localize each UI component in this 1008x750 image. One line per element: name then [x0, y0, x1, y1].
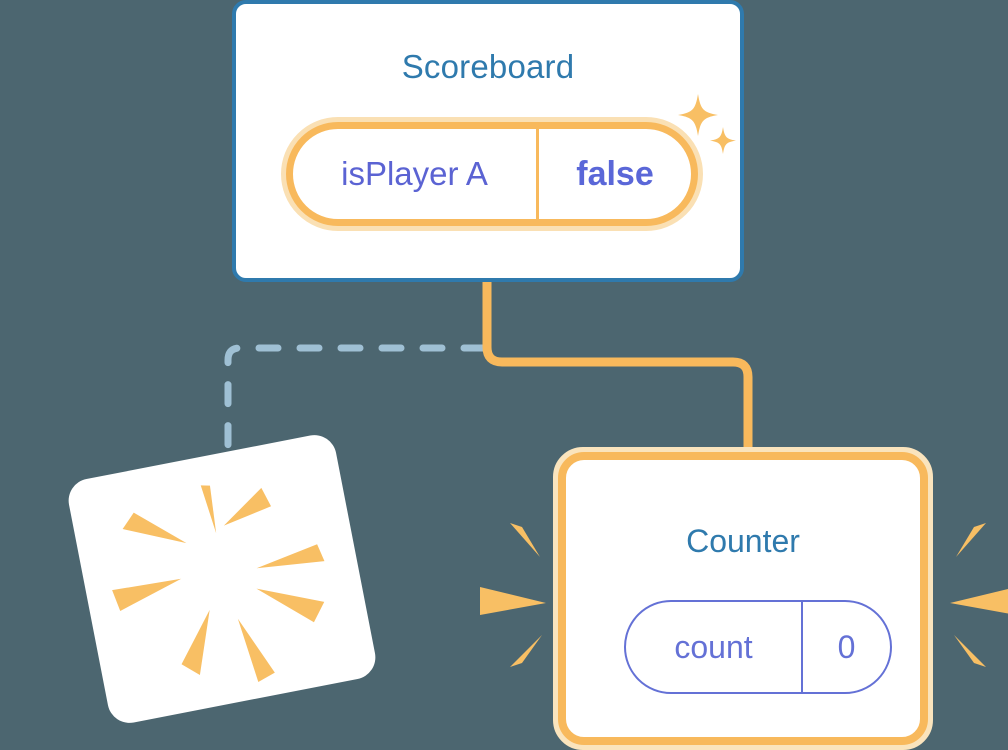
ray-w	[112, 578, 182, 612]
counter-pill-value: 0	[837, 628, 856, 665]
scoreboard-pill-glow	[281, 117, 703, 231]
ray-s	[237, 618, 275, 682]
counter-title: Counter	[686, 523, 800, 559]
scoreboard-card[interactable]: Scoreboard isPlayer A false	[232, 0, 744, 282]
scoreboard-title: Scoreboard	[401, 48, 575, 85]
ray-sw	[181, 609, 210, 675]
ray-ne	[223, 487, 272, 526]
blank-card[interactable]	[64, 431, 380, 727]
ray-se	[256, 588, 325, 623]
connector-solid-scoreboard-to-counter	[482, 282, 753, 470]
scoreboard-state-pill[interactable]: isPlayer A false	[281, 117, 703, 231]
counter-state-pill[interactable]: count 0	[624, 600, 892, 694]
connector-dashed-scoreboard-to-blank-card	[224, 344, 487, 474]
ray-n	[200, 485, 217, 534]
ray-nw	[122, 512, 187, 544]
counter-pill-key: count	[626, 602, 803, 692]
counter-card-glow	[553, 447, 933, 750]
ray-e	[256, 544, 325, 569]
blank-card-burst-rays	[112, 485, 325, 682]
scoreboard-pill-key: isPlayer A	[293, 129, 539, 219]
scoreboard-pill-value: false	[576, 154, 654, 193]
counter-card[interactable]: Counter count 0	[553, 447, 933, 750]
